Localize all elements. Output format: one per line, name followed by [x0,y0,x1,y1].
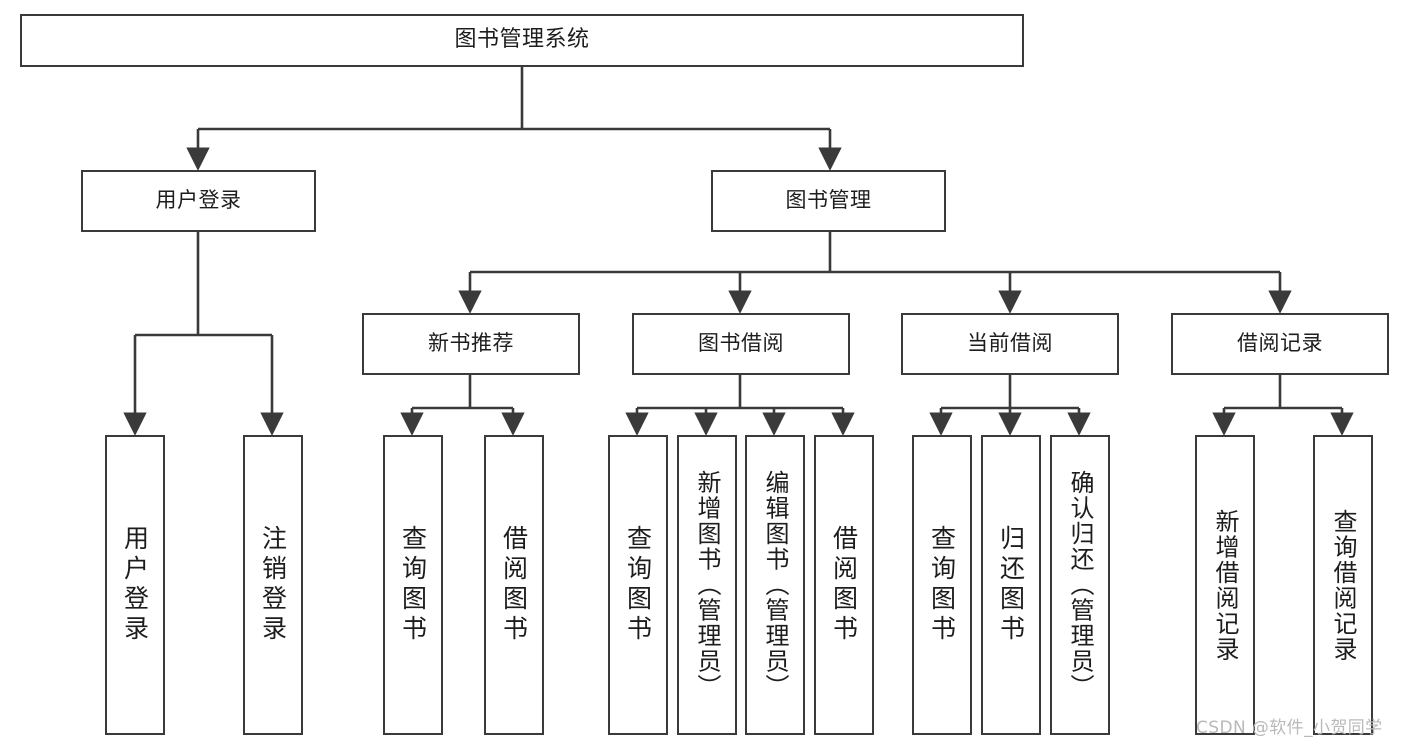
node-label: 查询借阅记录 [1329,508,1357,662]
leaf-edit-book-admin[interactable]: 编辑图书（管理员） [745,435,805,735]
node-book-borrow[interactable]: 图书借阅 [632,313,850,375]
leaf-user-login[interactable]: 用户登录 [105,435,165,735]
node-user-login[interactable]: 用户登录 [81,170,316,232]
node-label: 查询图书 [398,525,428,645]
node-borrow-record[interactable]: 借阅记录 [1171,313,1389,375]
node-label: 注销登录 [258,525,288,645]
node-label: 借阅记录 [1237,331,1323,356]
watermark-text: CSDN @软件_小贺同学 [1196,718,1383,738]
node-label: 确认归还（管理员） [1066,470,1094,700]
leaf-return-book[interactable]: 归还图书 [981,435,1041,735]
leaf-query-book-current[interactable]: 查询图书 [912,435,972,735]
leaf-confirm-return-admin[interactable]: 确认归还（管理员） [1050,435,1110,735]
node-label: 图书借阅 [698,331,784,356]
node-current-borrow[interactable]: 当前借阅 [901,313,1119,375]
node-label: 图书管理系统 [454,27,590,53]
leaf-logout[interactable]: 注销登录 [243,435,303,735]
node-label: 图书管理 [785,188,872,213]
node-book-management[interactable]: 图书管理 [711,170,946,232]
node-label: 借阅图书 [829,525,859,645]
leaf-query-book-recommendation[interactable]: 查询图书 [383,435,443,735]
node-label: 用户登录 [155,188,242,213]
leaf-add-borrow-record[interactable]: 新增借阅记录 [1195,435,1255,735]
node-label: 新增借阅记录 [1211,508,1239,662]
node-label: 查询图书 [927,525,957,645]
node-label: 用户登录 [120,525,150,645]
leaf-add-book-admin[interactable]: 新增图书（管理员） [677,435,737,735]
node-label: 当前借阅 [967,331,1053,356]
leaf-query-book-borrow[interactable]: 查询图书 [608,435,668,735]
leaf-borrow-book[interactable]: 借阅图书 [814,435,874,735]
node-new-book-recommendation[interactable]: 新书推荐 [362,313,580,375]
node-label: 借阅图书 [499,525,529,645]
node-label: 新书推荐 [428,331,514,356]
node-label: 归还图书 [996,525,1026,645]
leaf-borrow-book-recommendation[interactable]: 借阅图书 [484,435,544,735]
node-label: 编辑图书（管理员） [761,470,789,700]
node-root-system[interactable]: 图书管理系统 [20,14,1024,67]
node-label: 新增图书（管理员） [693,470,721,700]
node-label: 查询图书 [623,525,653,645]
leaf-query-borrow-record[interactable]: 查询借阅记录 [1313,435,1373,735]
